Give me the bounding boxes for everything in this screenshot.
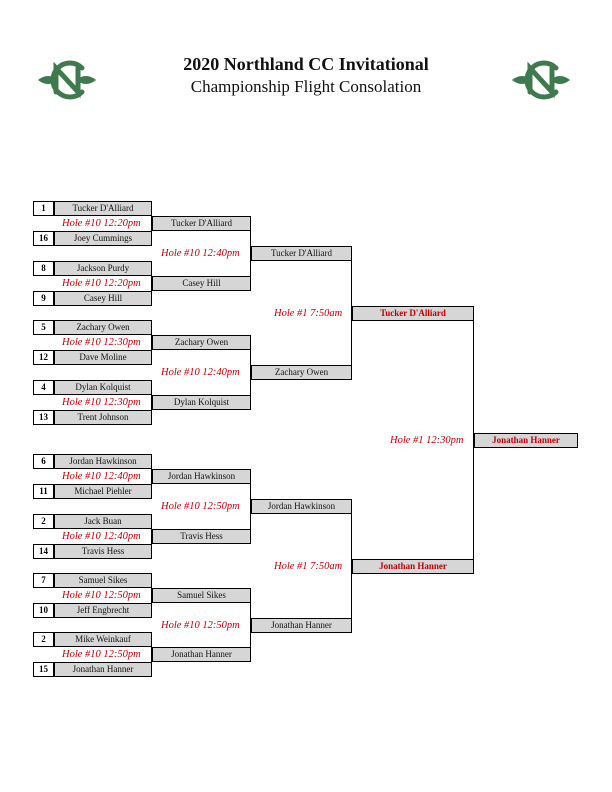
bracket-connector <box>351 260 352 366</box>
seed-number: 10 <box>33 603 54 618</box>
player-slot: Tucker D'Alliard <box>54 201 152 216</box>
player-slot: Mike Weinkauf <box>54 632 152 647</box>
player-slot: Dylan Kolquist <box>152 395 251 410</box>
tee-time: Hole #1 12:30pm <box>390 435 464 446</box>
tee-time: Hole #10 12:50pm <box>161 501 240 512</box>
player-slot: Jonathan Hanner <box>352 559 474 574</box>
tee-time: Hole #10 12:30pm <box>62 337 141 348</box>
player-slot: Jonathan Hanner <box>251 618 352 633</box>
player-slot: Tucker D'Alliard <box>251 246 352 261</box>
bracket-connector <box>250 349 251 396</box>
player-slot: Casey Hill <box>54 291 152 306</box>
bracket-connector <box>151 528 152 545</box>
seed-number: 7 <box>33 573 54 588</box>
player-slot: Tucker D'Alliard <box>152 216 251 231</box>
bracket-connector <box>250 483 251 530</box>
player-slot: Samuel Sikes <box>152 588 251 603</box>
bracket-connector <box>151 275 152 292</box>
player-slot: Travis Hess <box>54 544 152 559</box>
seed-number: 16 <box>33 231 54 246</box>
bracket-connector <box>473 320 474 560</box>
club-logo-icon <box>512 60 570 100</box>
player-slot: Jordan Hawkinson <box>251 499 352 514</box>
bracket-connector <box>250 230 251 277</box>
player-slot: Michael Piehler <box>54 484 152 499</box>
player-slot: Dave Moline <box>54 350 152 365</box>
player-slot: Joey Cummings <box>54 231 152 246</box>
bracket-connector <box>351 513 352 619</box>
seed-number: 8 <box>33 261 54 276</box>
player-slot: Jonathan Hanner <box>152 647 251 662</box>
tee-time: Hole #10 12:40pm <box>62 531 141 542</box>
tee-time: Hole #10 12:50pm <box>161 620 240 631</box>
champion-slot: Jonathan Hanner <box>474 433 578 448</box>
tee-time: Hole #10 12:50pm <box>62 649 141 660</box>
bracket-connector <box>151 215 152 232</box>
player-slot: Jonathan Hanner <box>54 662 152 677</box>
tee-time: Hole #10 12:20pm <box>62 218 141 229</box>
player-slot: Casey Hill <box>152 276 251 291</box>
bracket-connector <box>250 602 251 648</box>
page-title: 2020 Northland CC Invitational <box>183 54 429 74</box>
player-slot: Zachary Owen <box>54 320 152 335</box>
tee-time: Hole #10 12:50pm <box>62 590 141 601</box>
seed-number: 2 <box>33 514 54 529</box>
seed-number: 12 <box>33 350 54 365</box>
player-slot: Jordan Hawkinson <box>54 454 152 469</box>
bracket-connector <box>151 334 152 351</box>
player-slot: Zachary Owen <box>251 365 352 380</box>
player-slot: Zachary Owen <box>152 335 251 350</box>
player-slot: Jack Buan <box>54 514 152 529</box>
seed-number: 4 <box>33 380 54 395</box>
seed-number: 5 <box>33 320 54 335</box>
player-slot: Jackson Purdy <box>54 261 152 276</box>
seed-number: 13 <box>33 410 54 425</box>
player-slot: Dylan Kolquist <box>54 380 152 395</box>
seed-number: 1 <box>33 201 54 216</box>
player-slot: Jeff Engbrecht <box>54 603 152 618</box>
tee-time: Hole #10 12:40pm <box>161 367 240 378</box>
bracket-connector <box>151 587 152 604</box>
seed-number: 15 <box>33 662 54 677</box>
page-subtitle: Championship Flight Consolation <box>190 77 422 96</box>
seed-number: 11 <box>33 484 54 499</box>
bracket-connector <box>151 468 152 485</box>
tee-time: Hole #1 7:50am <box>274 308 343 319</box>
seed-number: 14 <box>33 544 54 559</box>
tee-time: Hole #10 12:20pm <box>62 278 141 289</box>
tee-time: Hole #10 12:30pm <box>62 397 141 408</box>
player-slot: Travis Hess <box>152 529 251 544</box>
player-slot: Tucker D'Alliard <box>352 306 474 321</box>
player-slot: Samuel Sikes <box>54 573 152 588</box>
seed-number: 9 <box>33 291 54 306</box>
seed-number: 2 <box>33 632 54 647</box>
seed-number: 6 <box>33 454 54 469</box>
tee-time: Hole #10 12:40pm <box>62 471 141 482</box>
tee-time: Hole #1 7:50am <box>274 561 343 572</box>
bracket-connector <box>151 646 152 663</box>
bracket-connector <box>151 394 152 411</box>
player-slot: Jordan Hawkinson <box>152 469 251 484</box>
club-logo-icon <box>38 60 96 100</box>
tee-time: Hole #10 12:40pm <box>161 248 240 259</box>
player-slot: Trent Johnson <box>54 410 152 425</box>
